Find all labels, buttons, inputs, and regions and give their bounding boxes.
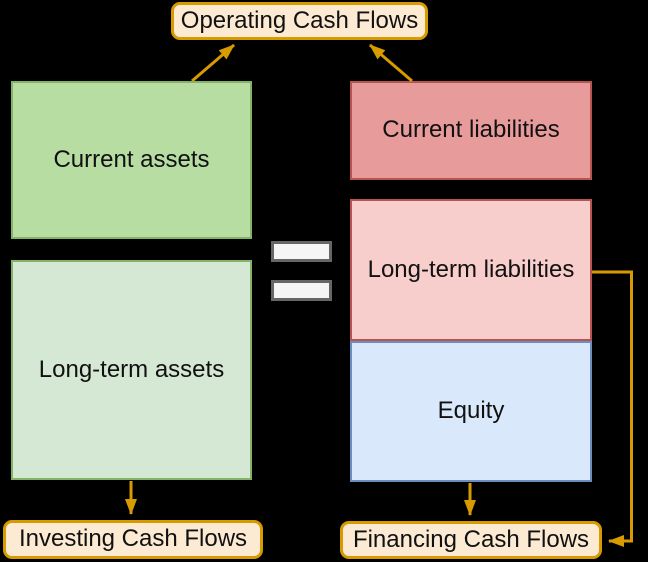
node-operating-cash-flows: Operating Cash Flows bbox=[171, 2, 428, 40]
node-label: Current liabilities bbox=[382, 116, 560, 144]
node-label: Current assets bbox=[53, 145, 210, 173]
node-financing-cash-flows: Financing Cash Flows bbox=[340, 521, 602, 559]
node-label: Long-term liabilities bbox=[367, 255, 575, 283]
node-label: Operating Cash Flows bbox=[180, 6, 419, 34]
node-equity: Equity bbox=[350, 341, 592, 482]
node-current-assets: Current assets bbox=[11, 81, 252, 239]
node-label: Investing Cash Flows bbox=[18, 525, 248, 553]
arrow-current-liabilities-to-operating bbox=[369, 43, 413, 83]
equals-bar-bottom bbox=[271, 280, 332, 301]
node-label: Long-term assets bbox=[38, 355, 225, 383]
arrow-long-term-liabilities-to-financing bbox=[592, 270, 633, 547]
node-long-term-assets: Long-term assets bbox=[11, 260, 252, 480]
node-label: Equity bbox=[437, 397, 505, 425]
arrow-current-assets-to-operating bbox=[191, 43, 235, 83]
node-label: Financing Cash Flows bbox=[352, 525, 590, 553]
node-long-term-liabilities: Long-term liabilities bbox=[350, 199, 592, 341]
node-investing-cash-flows: Investing Cash Flows bbox=[3, 520, 263, 559]
node-current-liabilities: Current liabilities bbox=[350, 81, 592, 180]
equals-bar-top bbox=[271, 241, 332, 262]
